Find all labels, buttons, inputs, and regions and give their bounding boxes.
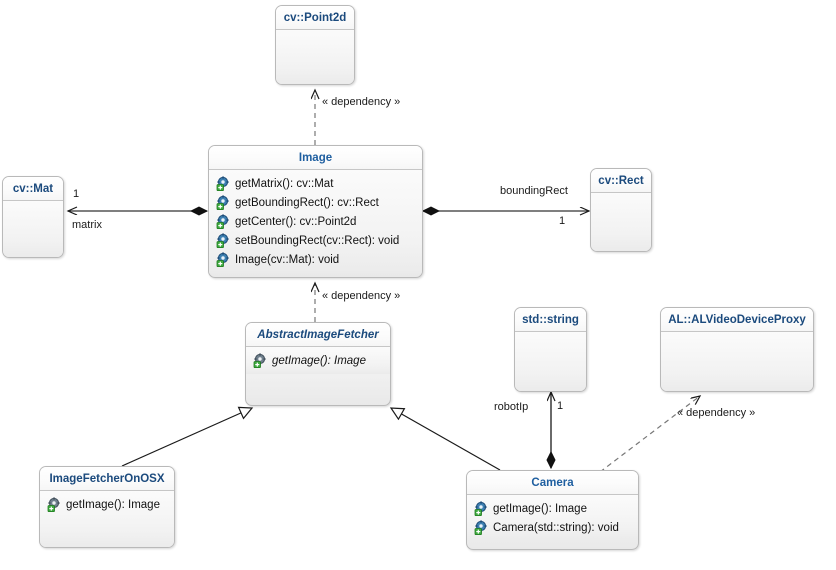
method-public-icon (216, 252, 231, 267)
member-label: setBoundingRect(cv::Rect): void (235, 234, 400, 247)
edge-multiplicity-matrix: 1 (73, 188, 80, 200)
method-public-icon (216, 195, 231, 210)
class-members-std-string (515, 332, 586, 391)
edge-label-robot-ip: robotIp (494, 401, 529, 413)
member-row: getImage(): Image (246, 351, 390, 370)
member-label: getImage(): Image (272, 354, 366, 367)
edge-label-dependency-image-point2d: « dependency » (322, 96, 401, 108)
edge-multiplicity-bounding-rect: 1 (559, 215, 566, 227)
edge-multiplicity-robot-ip: 1 (557, 400, 564, 412)
member-row: getCenter(): cv::Point2d (209, 212, 422, 231)
class-members-abstract-image-fetcher: getImage(): Image (246, 347, 390, 374)
method-public-icon (474, 520, 489, 535)
class-members-image-fetcher-on-osx: getImage(): Image (40, 491, 174, 547)
method-public-icon (216, 233, 231, 248)
class-members-cv-point2d (276, 30, 354, 84)
edge-label-matrix: matrix (72, 219, 102, 231)
class-title-image-fetcher-on-osx: ImageFetcherOnOSX (40, 467, 174, 491)
method-public-icon (216, 176, 231, 191)
member-label: getImage(): Image (66, 498, 160, 511)
class-title-cv-mat: cv::Mat (3, 177, 63, 201)
class-members-al-alvideodeviceproxy (661, 332, 813, 391)
class-box-camera[interactable]: Camera getImage(): Imag (466, 470, 639, 550)
member-row: Camera(std::string): void (467, 518, 638, 537)
member-label: getCenter(): cv::Point2d (235, 215, 357, 228)
class-members-image: getMatrix(): cv::Mat (209, 170, 422, 273)
class-title-std-string: std::string (515, 308, 586, 332)
method-public-icon (47, 497, 62, 512)
member-label: Camera(std::string): void (493, 521, 619, 534)
class-box-cv-rect[interactable]: cv::Rect (590, 168, 652, 252)
edge-image-fetcher-on-osx-to-abstract-image-fetcher (121, 406, 254, 467)
member-row: getImage(): Image (467, 499, 638, 518)
member-label: getBoundingRect(): cv::Rect (235, 196, 379, 209)
member-label: Image(cv::Mat): void (235, 253, 340, 266)
method-public-icon (216, 214, 231, 229)
class-box-image-fetcher-on-osx[interactable]: ImageFetcherOnOSX getIm (39, 466, 175, 548)
class-title-image: Image (209, 146, 422, 170)
class-box-image[interactable]: Image getMatrix(): cv:: (208, 145, 423, 278)
member-label: getMatrix(): cv::Mat (235, 177, 334, 190)
member-row: Image(cv::Mat): void (209, 250, 422, 269)
class-title-camera: Camera (467, 471, 638, 495)
member-label: getImage(): Image (493, 502, 587, 515)
class-members-cv-rect (591, 193, 651, 251)
class-box-cv-mat[interactable]: cv::Mat (2, 176, 64, 258)
member-row: setBoundingRect(cv::Rect): void (209, 231, 422, 250)
member-row: getBoundingRect(): cv::Rect (209, 193, 422, 212)
edge-label-dependency-fetcher-image: « dependency » (322, 290, 401, 302)
class-members-cv-mat (3, 201, 63, 257)
class-box-cv-point2d[interactable]: cv::Point2d (275, 5, 355, 85)
method-public-icon (253, 353, 268, 368)
class-members-camera: getImage(): Image Cam (467, 495, 638, 541)
class-box-std-string[interactable]: std::string (514, 307, 587, 392)
member-row: getMatrix(): cv::Mat (209, 174, 422, 193)
method-public-icon (474, 501, 489, 516)
member-row: getImage(): Image (40, 495, 174, 514)
class-box-abstract-image-fetcher[interactable]: AbstractImageFetcher ge (245, 322, 391, 406)
edge-label-dependency-camera-proxy: « dependency » (677, 407, 756, 419)
class-title-cv-rect: cv::Rect (591, 169, 651, 193)
class-box-al-alvideodeviceproxy[interactable]: AL::ALVideoDeviceProxy (660, 307, 814, 392)
class-title-cv-point2d: cv::Point2d (276, 6, 354, 30)
edge-camera-to-abstract-image-fetcher (389, 407, 501, 471)
class-title-al-alvideodeviceproxy: AL::ALVideoDeviceProxy (661, 308, 813, 332)
edge-label-bounding-rect: boundingRect (500, 185, 568, 197)
class-title-abstract-image-fetcher: AbstractImageFetcher (246, 323, 390, 347)
